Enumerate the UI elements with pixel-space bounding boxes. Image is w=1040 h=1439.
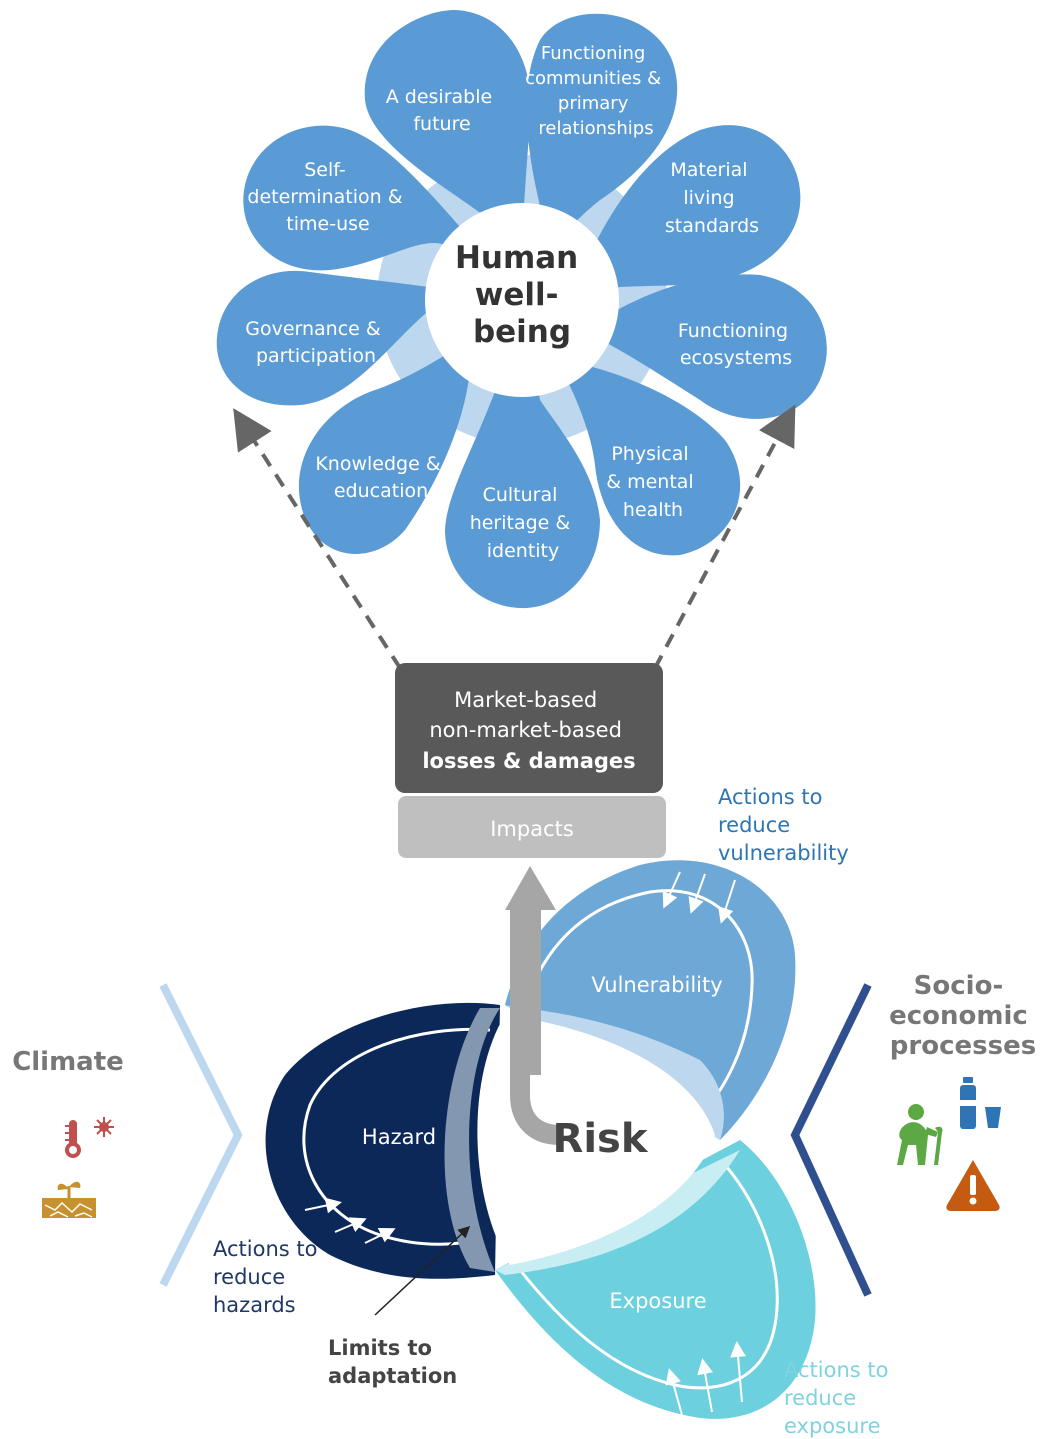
vulnerability-action-arrows [662, 871, 736, 924]
petal-9 [243, 125, 523, 300]
losses-damages-box [395, 663, 663, 793]
actions-exposure-text: Actions to reduce exposure [784, 1358, 895, 1438]
petal-label-health: Physical & mental health [606, 443, 700, 521]
risk-impact-arrow [505, 866, 556, 1140]
elderly-person-icon [897, 1104, 943, 1165]
thermometer-sun-icon [65, 1117, 114, 1158]
risk-core [477, 1015, 715, 1265]
center-label: Human well- being [455, 240, 589, 350]
petal-8 [216, 270, 522, 406]
limits-to-adaptation-text: Limits to adaptation [328, 1336, 457, 1388]
petal-1 [364, 10, 531, 300]
water-bottle-cup-icon [960, 1077, 1001, 1129]
socio-chevron [790, 983, 872, 1297]
hazard-label: Hazard [362, 1125, 436, 1149]
climate-title: Climate [12, 1047, 124, 1077]
hazard-action-arrows [304, 1197, 396, 1244]
petal-label-communities: Functioning communities & primary relati… [525, 43, 667, 139]
losses-damages-text: Market-based non-market-based losses & d… [422, 688, 635, 773]
actions-vulnerability-text: Actions to reduce vulnerability [718, 785, 849, 865]
warning-icon [946, 1160, 1000, 1211]
climate-chevron [159, 983, 243, 1287]
impacts-label: Impacts [490, 817, 574, 841]
actions-hazards-text: Actions to reduce hazards [213, 1237, 324, 1317]
dashed-arrow-left [233, 408, 402, 670]
wellbeing-flower: Human well- being A desirable future Fun… [216, 10, 827, 609]
petal-label-cultural: Cultural heritage & identity [470, 484, 577, 562]
petal-label-desirable-future: A desirable future [386, 86, 499, 135]
exposure-action-arrows [665, 1341, 747, 1416]
risk-propeller [265, 860, 816, 1419]
petal-6 [445, 300, 600, 609]
risk-label: Risk [553, 1116, 649, 1162]
center-circle [425, 203, 619, 397]
petal-label-knowledge: Knowledge & education [315, 453, 446, 502]
socio-title: Socio- economic processes [889, 971, 1037, 1061]
vulnerability-label: Vulnerability [591, 973, 722, 997]
petal-label-material-living: Material living standards [665, 159, 759, 237]
petal-label-ecosystems: Functioning ecosystems [678, 320, 794, 369]
petal-4 [522, 274, 827, 419]
exposure-label: Exposure [609, 1289, 706, 1313]
drought-plant-icon [42, 1181, 96, 1218]
hazard-lobe [265, 1002, 500, 1279]
petal-label-governance: Governance & participation [245, 318, 387, 367]
petal-label-self-determination: Self- determination & time-use [247, 159, 408, 235]
risk-impact-arrow-shaft [510, 910, 561, 1145]
overlap-hazard [444, 1008, 500, 1272]
limits-pointer [374, 1225, 471, 1316]
impacts-box [398, 796, 666, 858]
